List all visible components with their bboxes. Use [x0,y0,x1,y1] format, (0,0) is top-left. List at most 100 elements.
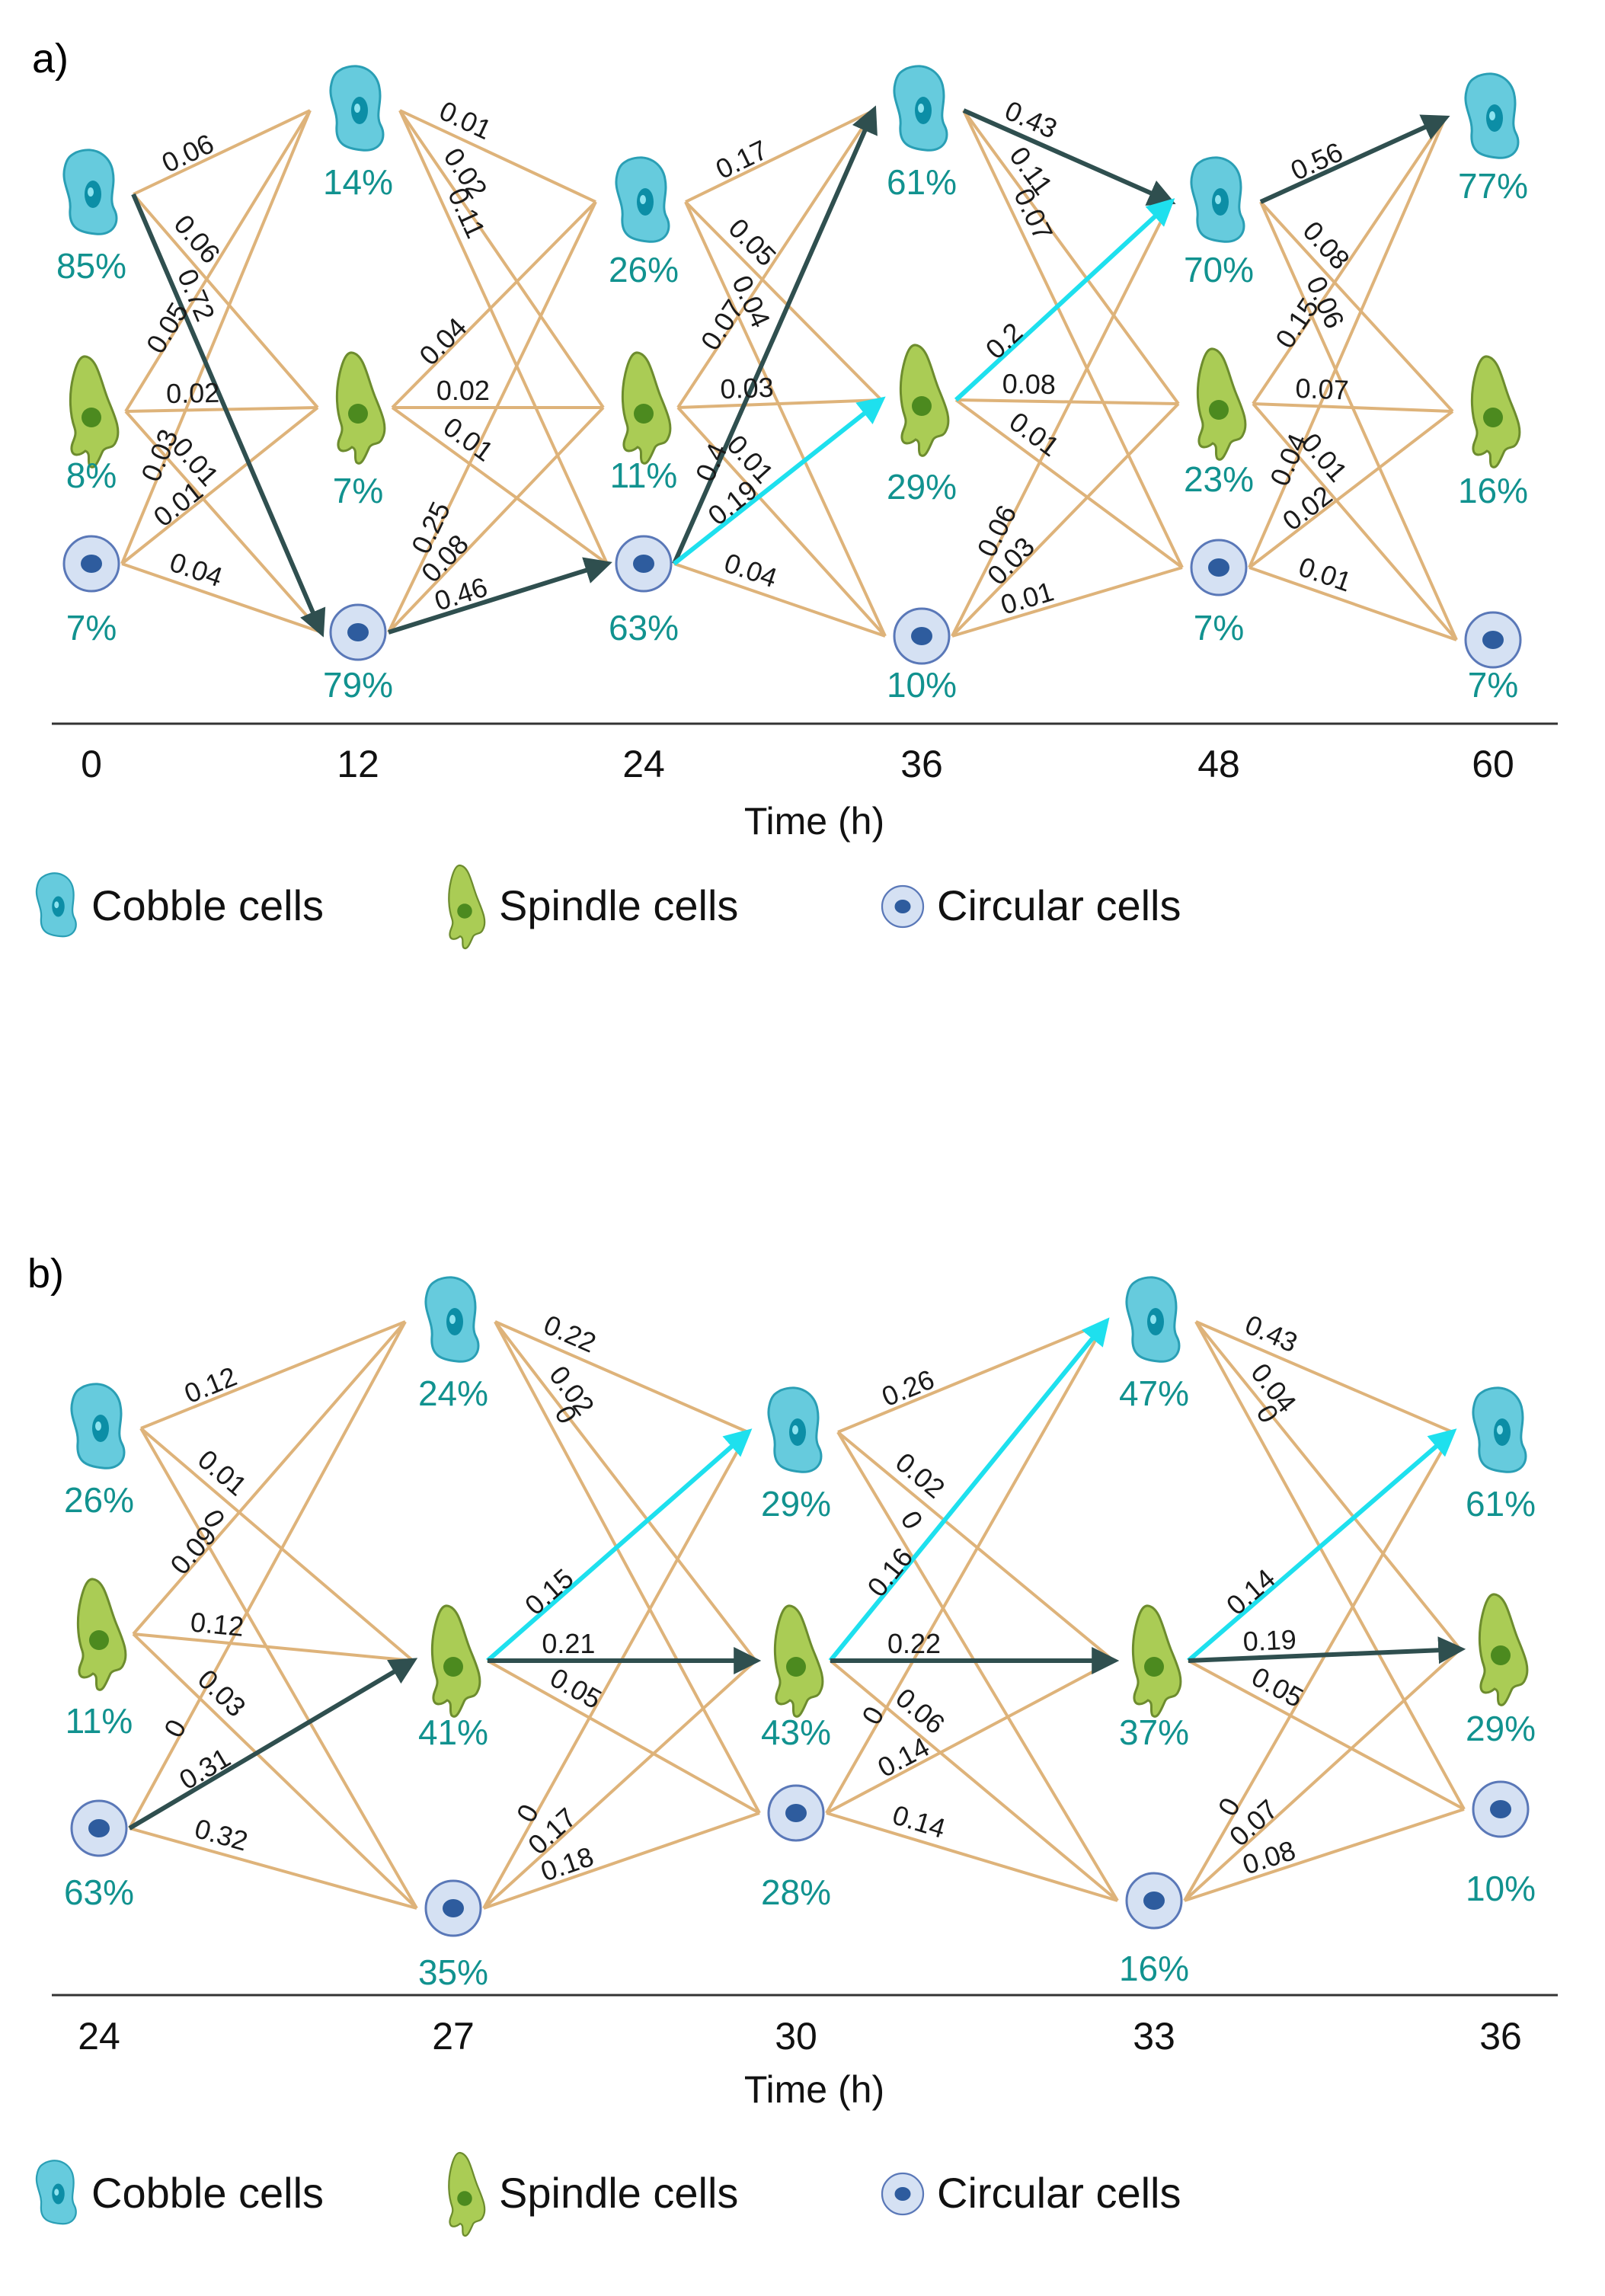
panel-b-transition-label-cobble-to-cobble-step-2: 0.26 [878,1364,938,1413]
panel-b: b) 0.120.0100.090.120.0300.310.320.220.0… [27,1251,1558,2237]
panel-a-legend-circular-icon [881,884,925,929]
panel-b-transition-label-spindle-to-spindle-step-1: 0.21 [542,1628,595,1659]
panel-a-highlight-arrow-cobble-to-cobble-step-3 [962,108,1176,206]
panel-b-cobble-percent-t1: 24% [418,1373,488,1413]
panel-a-edge-spindle-to-circular-step-1 [391,406,609,565]
panel-b-legend-cobble-label: Cobble cells [91,2169,324,2217]
panel-a-edge-circular-to-cobble-step-0 [120,110,312,564]
panel-b-edge-circular-to-circular-step-0 [129,1827,417,1910]
panel-a-cobble-cell-icon-t3 [893,65,948,152]
panel-b-transition-label-cobble-to-spindle-step-0: 0.01 [192,1444,253,1502]
panel-b-spindle-percent-t2: 43% [761,1712,831,1752]
panel-b-spindle-cell-icon-t4 [1478,1593,1529,1706]
panel-a-cobble-percent-t5: 77% [1458,166,1528,206]
panel-a-transition-label-cobble-to-cobble-step-3: 0.43 [1000,94,1062,145]
panel-b-edge-cobble-to-spindle-step-3 [1194,1320,1462,1651]
panel-b-legend-spindle-icon [448,2151,486,2237]
panel-a-edge-cobble-to-cobble-step-2 [685,109,874,203]
panel-a-edge-spindle-to-spindle-step-2 [677,398,882,409]
panel-a-cobble-percent-t0: 85% [56,246,126,286]
panel-a-transition-label-circular-to-circular-step-2: 0.04 [721,547,782,593]
panel-a-cobble-cell-icon-t4 [1190,156,1245,243]
panel-b-highlight-arrow-spindle-to-spindle-step-3 [1188,1636,1466,1664]
panel-b-edge-cobble-to-cobble-step-0 [140,1320,406,1430]
panel-b-transition-label-cobble-to-cobble-step-0: 0.12 [180,1361,241,1409]
panel-a-tick-4: 48 [1197,743,1240,785]
panel-a-spindle-cell-icon-t4 [1196,347,1247,461]
panel-b-transition-label-spindle-to-cobble-step-1: 0.15 [519,1562,580,1621]
panel-b-circular-percent-t1: 35% [418,1952,488,1992]
panel-a-edge-spindle-to-spindle-step-0 [125,406,318,413]
panel-b-edge-circular-to-spindle-step-1 [482,1659,757,1910]
panel-a-legend-circular-label: Circular cells [937,881,1181,929]
panel-b-cobble-percent-t2: 29% [761,1484,831,1524]
panel-a-tick-2: 24 [622,743,665,785]
panel-a-transition-label-circular-to-circular-step-4: 0.01 [1295,551,1356,598]
panel-a-edge-circular-to-spindle-step-0 [120,406,319,565]
panel-a-highlight-arrow-circular-to-circular-step-1 [388,557,612,635]
panel-b-edge-cobble-to-cobble-step-2 [837,1320,1107,1434]
panel-b-edge-circular-to-cobble-step-2 [825,1321,1108,1814]
panel-b-cobble-percent-t0: 26% [64,1480,134,1520]
panel-a-transition-label-spindle-to-circular-step-3: 0.01 [1004,405,1066,462]
panel-a-circular-cell-icon-t1 [329,603,387,661]
panel-b-spindle-percent-t1: 41% [418,1712,488,1752]
panel-a-edge-spindle-to-cobble-step-2 [676,109,875,409]
panel-a-edge-circular-to-circular-step-4 [1249,566,1457,641]
panel-a-transition-label-cobble-to-cobble-step-2: 0.17 [711,134,772,185]
panel-a-percentages: 85%8%7%14%7%79%26%11%63%61%29%10%70%23%7… [56,162,1528,705]
panel-a-cobble-cell-icon-t5 [1464,72,1520,159]
panel-b-transition-label-circular-to-circular-step-2: 0.14 [889,1799,949,1844]
panel-b-highlight-arrow-spindle-to-cobble-step-3 [1187,1428,1457,1663]
panel-a-edge-circular-to-cobble-step-4 [1248,117,1447,568]
panel-b-circular-percent-t3: 16% [1119,1949,1189,1988]
panel-a-edges [120,109,1458,641]
panel-a-spindle-percent-t5: 16% [1458,471,1528,510]
panel-b-transition-label-cobble-to-cobble-step-1: 0.22 [539,1309,601,1359]
panel-a-transition-label-cobble-to-cobble-step-0: 0.06 [157,128,219,179]
panel-a-circular-cell-icon-t4 [1190,539,1248,596]
panel-a-cobble-cell-icon-t1 [329,65,385,152]
panel-b-edge-cobble-to-circular-step-1 [494,1321,761,1814]
panel-b-transition-label-circular-to-spindle-step-0: 0.31 [174,1741,235,1796]
panel-a-tick-1: 12 [337,743,379,785]
panel-a-transition-label-circular-to-circular-step-0: 0.04 [166,546,227,593]
panel-b-tick-2: 30 [775,2015,817,2058]
panel-a-circular-percent-t3: 10% [887,665,957,705]
panel-b-tick-1: 27 [432,2015,475,2058]
panel-b-transition-label-spindle-to-spindle-step-0: 0.12 [189,1606,245,1642]
panel-a-circular-cell-icon-t0 [62,535,120,593]
panel-b-highlight-arrow-spindle-to-cobble-step-2 [828,1317,1110,1662]
panel-b-axis-title: Time (h) [744,2068,884,2111]
panel-b-edge-circular-to-spindle-step-3 [1183,1648,1462,1902]
panel-a-circular-cell-icon-t5 [1464,611,1522,669]
panel-a-transition-label-spindle-to-spindle-step-1: 0.02 [436,375,490,406]
panel-b-transition-label-spindle-to-cobble-step-3: 0.14 [1220,1562,1281,1621]
panel-b-tick-3: 33 [1133,2015,1175,2058]
panel-a-circular-percent-t0: 7% [66,608,117,648]
panel-a-cobble-percent-t3: 61% [887,162,957,202]
panel-a-edge-circular-to-spindle-step-3 [951,402,1180,638]
panel-b-edge-cobble-to-circular-step-3 [1194,1321,1466,1810]
panel-a-cell-nodes [62,65,1522,669]
panel-a-edge-spindle-to-circular-step-0 [124,410,323,634]
panel-b-edge-circular-to-cobble-step-3 [1183,1431,1454,1901]
panel-b-spindle-percent-t0: 11% [66,1701,133,1741]
panel-b-cobble-cell-icon-t2 [767,1386,823,1473]
panel-a-spindle-percent-t1: 7% [333,471,383,510]
panel-a-edge-spindle-to-cobble-step-1 [391,200,597,409]
panel-b-transition-label-spindle-to-cobble-step-0: 0.09 [164,1520,222,1581]
panel-b-cobble-cell-icon-t0 [70,1383,126,1469]
panel-a-label: a) [32,36,69,82]
panel-b-spindle-percent-t3: 37% [1119,1712,1189,1752]
panel-b-spindle-cell-icon-t0 [76,1578,127,1691]
panel-a-highlight-arrows [131,105,1450,638]
panel-a-edge-spindle-to-circular-step-3 [954,398,1184,569]
panel-b-edge-circular-to-cobble-step-0 [128,1321,407,1829]
panel-b-transition-label-cobble-to-circular-step-2: 0 [895,1505,929,1534]
panel-b-tick-0: 24 [78,2015,120,2058]
panel-a-highlight-arrow-circular-to-spindle-step-2 [673,396,886,566]
panel-a-transition-label-spindle-to-cobble-step-1: 0.04 [413,312,472,372]
